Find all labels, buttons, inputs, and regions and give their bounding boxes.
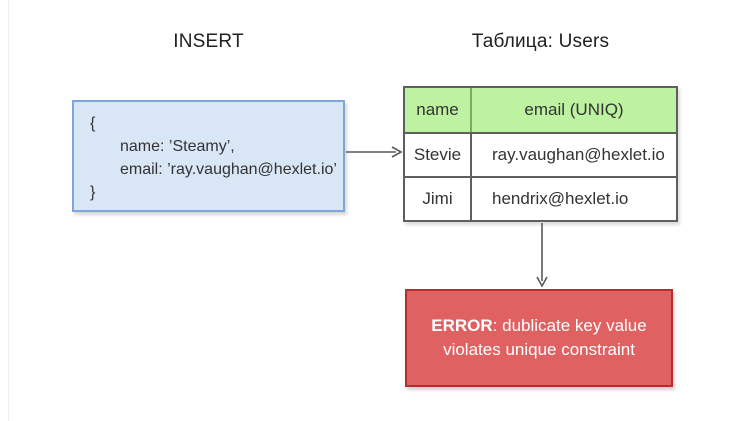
users-table: name email (UNIQ) Stevie ray.vaughan@hex…	[403, 86, 678, 222]
code-line-email: email: ’ray.vaughan@hexlet.io’	[120, 161, 337, 178]
error-line-1-rest: : dublicate key value	[492, 316, 647, 335]
header-cell-name: name	[405, 88, 472, 132]
error-label: ERROR	[431, 316, 493, 335]
error-line-1: ERROR: dublicate key value	[431, 314, 646, 338]
insert-title: INSERT	[173, 31, 244, 52]
users-table-title: Таблица: Users	[471, 31, 610, 52]
table-header-row: name email (UNIQ)	[405, 88, 676, 132]
insert-payload-box: { name: ’Steamy’, email: ’ray.vaughan@he…	[72, 100, 345, 212]
cell-name: Jimi	[405, 178, 472, 220]
header-cell-email: email (UNIQ)	[472, 88, 676, 132]
left-edge-line	[8, 0, 9, 421]
table-row: Stevie ray.vaughan@hexlet.io	[405, 132, 676, 176]
code-line-name: name: ’Steamy’,	[120, 138, 235, 155]
table-row: Jimi hendrix@hexlet.io	[405, 176, 676, 220]
arrow-down-icon	[536, 223, 548, 288]
code-line-open-brace: {	[90, 115, 96, 132]
arrow-right-icon	[346, 146, 403, 158]
error-message-box: ERROR: dublicate key value violates uniq…	[405, 289, 673, 387]
cell-name: Stevie	[405, 134, 472, 176]
cell-email: ray.vaughan@hexlet.io	[492, 145, 665, 164]
cell-email: hendrix@hexlet.io	[492, 189, 629, 208]
code-line-close-brace: }	[90, 184, 96, 201]
error-line-2: violates unique constraint	[443, 340, 635, 359]
